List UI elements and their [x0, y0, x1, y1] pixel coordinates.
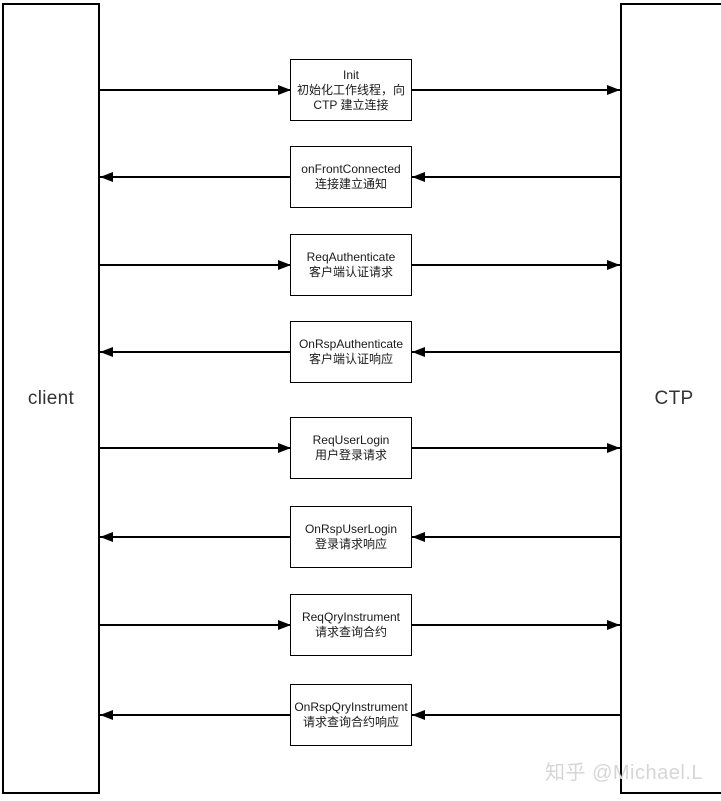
message-box: ReqUserLogin 用户登录请求 — [290, 417, 412, 479]
message-row-reqqryinstrument: ReqQryInstrument 请求查询合约 — [100, 594, 620, 656]
message-name: OnRspUserLogin — [304, 522, 398, 536]
message-name: ReqAuthenticate — [306, 250, 396, 264]
arrow-line — [412, 351, 620, 353]
arrow-line — [100, 264, 290, 266]
message-row-init: Init 初始化工作线程，向 CTP 建立连接 — [100, 59, 620, 121]
message-desc: 客户端认证请求 — [308, 265, 393, 279]
arrowhead-left-icon — [412, 532, 425, 542]
ctp-lifeline: CTP — [620, 3, 721, 794]
arrow-line — [100, 624, 290, 626]
arrow-line — [412, 447, 620, 449]
message-box: ReqQryInstrument 请求查询合约 — [290, 594, 412, 656]
arrowhead-left-icon — [100, 532, 113, 542]
arrowhead-right-icon — [607, 620, 620, 630]
arrow-line — [100, 176, 290, 178]
message-name: ReqQryInstrument — [301, 610, 401, 624]
arrowhead-left-icon — [412, 710, 425, 720]
message-box: OnRspQryInstrument 请求查询合约响应 — [290, 684, 412, 746]
message-desc: 登录请求响应 — [314, 537, 387, 551]
arrow-line — [412, 714, 620, 716]
arrowhead-right-icon — [278, 443, 291, 453]
message-desc: 初始化工作线程，向 CTP 建立连接 — [296, 82, 405, 112]
message-name: ReqUserLogin — [312, 433, 390, 447]
arrow-line — [100, 89, 290, 91]
message-name: OnRspAuthenticate — [298, 337, 404, 351]
arrow-line — [100, 536, 290, 538]
arrowhead-right-icon — [278, 260, 291, 270]
arrow-line — [412, 89, 620, 91]
message-row-onfrontconnected: onFrontConnected 连接建立通知 — [100, 146, 620, 208]
arrow-line — [412, 176, 620, 178]
message-desc: 用户登录请求 — [314, 448, 387, 462]
arrowhead-right-icon — [607, 260, 620, 270]
arrow-line — [100, 714, 290, 716]
message-desc: 连接建立通知 — [314, 177, 387, 191]
message-box: OnRspAuthenticate 客户端认证响应 — [290, 321, 412, 383]
arrowhead-left-icon — [412, 172, 425, 182]
message-desc: 请求查询合约响应 — [302, 715, 399, 729]
message-name: onFrontConnected — [301, 162, 401, 176]
message-box: onFrontConnected 连接建立通知 — [290, 146, 412, 208]
watermark: 知乎 @Michael.L — [545, 762, 703, 784]
arrowhead-left-icon — [100, 710, 113, 720]
message-box: Init 初始化工作线程，向 CTP 建立连接 — [290, 59, 412, 121]
arrow-line — [412, 264, 620, 266]
message-row-requserlogin: ReqUserLogin 用户登录请求 — [100, 417, 620, 479]
message-row-reqauthenticate: ReqAuthenticate 客户端认证请求 — [100, 234, 620, 296]
message-row-onrspuserlogin: OnRspUserLogin 登录请求响应 — [100, 506, 620, 568]
message-name: Init — [342, 67, 359, 82]
arrow-line — [100, 447, 290, 449]
message-desc: 请求查询合约 — [314, 625, 387, 639]
message-box: OnRspUserLogin 登录请求响应 — [290, 506, 412, 568]
arrowhead-right-icon — [607, 443, 620, 453]
arrow-line — [412, 536, 620, 538]
arrow-line — [412, 624, 620, 626]
arrow-line — [100, 351, 290, 353]
message-box: ReqAuthenticate 客户端认证请求 — [290, 234, 412, 296]
arrowhead-right-icon — [278, 85, 291, 95]
message-row-onrspauthenticate: OnRspAuthenticate 客户端认证响应 — [100, 321, 620, 383]
ctp-label: CTP — [654, 387, 694, 409]
arrowhead-left-icon — [412, 347, 425, 357]
client-lifeline: client — [2, 3, 100, 794]
arrowhead-right-icon — [607, 85, 620, 95]
message-name: OnRspQryInstrument — [294, 700, 408, 714]
client-label: client — [27, 387, 75, 409]
arrowhead-left-icon — [100, 172, 113, 182]
message-row-onrspqryinstrument: OnRspQryInstrument 请求查询合约响应 — [100, 684, 620, 746]
message-desc: 客户端认证响应 — [308, 352, 393, 366]
arrowhead-left-icon — [100, 347, 113, 357]
arrowhead-right-icon — [278, 620, 291, 630]
